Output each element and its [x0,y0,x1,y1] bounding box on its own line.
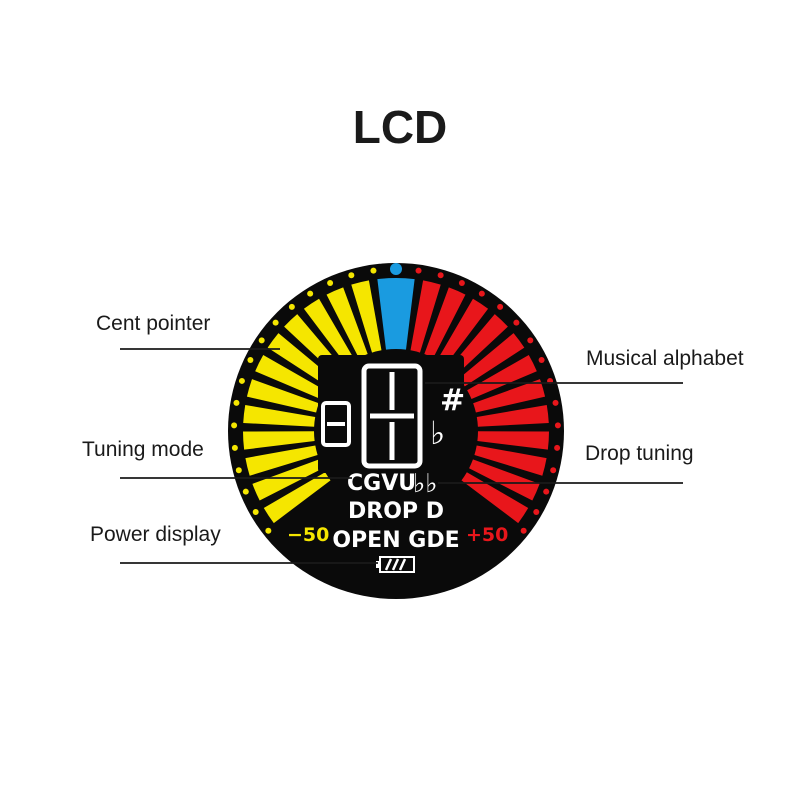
cent-dot-flat-6 [272,319,279,326]
cent-segment-sharp-6 [467,354,537,399]
cent-segment-flat-9 [243,431,315,450]
cent-dot-sharp-13 [550,467,557,474]
cent-segment-flat-2 [326,287,368,358]
cent-segment-flat-11 [252,459,323,501]
musical-alphabet-label: Musical alphabet [586,347,744,370]
cent-segment-sharp-8 [476,404,549,427]
tuning-mode-text: CGVU [347,471,416,496]
cent-segment-flat-8 [243,404,316,427]
cent-dot-sharp-8 [538,356,545,363]
cent-segment-sharp-7 [473,379,546,413]
note-digit-icon [361,363,423,469]
flat-symbol: ♭ [430,414,445,452]
cent-segment-sharp-2 [424,287,466,358]
cent-dot-sharp-11 [554,422,561,429]
cent-dot-sharp-5 [497,303,504,310]
drop-tuning-label: Drop tuning [585,442,694,465]
cent-segment-flat-1 [351,280,382,353]
cent-dot-sharp-3 [458,280,465,287]
flat-symbols: ♭♭ [413,469,438,499]
cent-segment-sharp-11 [469,459,540,501]
power-display-label: Power display [90,523,221,546]
cent-dot-flat-1 [370,267,377,274]
cent-dot-flat-10 [233,399,240,406]
plus-50-label: +50 [466,524,508,546]
tuning-mode-label: Tuning mode [82,438,204,461]
open-tuning-text: OPEN GDE [332,528,459,553]
cent-dot-flat-14 [242,488,249,495]
cent-dot-flat-9 [238,377,245,384]
cent-dot-flat-16 [265,527,272,534]
cent-segment-sharp-10 [474,445,547,476]
cent-segment-center [377,278,415,350]
cent-dot-sharp-7 [527,337,534,344]
cent-segment-sharp-5 [458,333,525,387]
cent-segment-flat-7 [246,379,319,413]
cent-dot-sharp-14 [543,488,550,495]
octave-digit [321,401,351,447]
sharp-symbol: # [440,383,465,418]
cent-segment-flat-3 [303,298,355,366]
cent-segment-sharp-1 [410,280,441,353]
battery-icon [376,556,415,573]
cent-indicator-dots [231,263,561,534]
cent-dot-sharp-6 [513,319,520,326]
cent-dot-sharp-15 [533,509,540,515]
cent-pointer-label: Cent pointer [96,312,211,335]
cent-dot-sharp-4 [478,290,485,297]
cent-dot-center [390,263,402,275]
cent-segment-flat-12 [263,472,331,524]
cent-dot-flat-4 [307,290,314,297]
page-title: LCD [352,101,448,153]
cent-dot-sharp-10 [552,399,559,406]
minus-50-label: −50 [287,524,329,546]
drop-tuning-text: DROP D [348,499,444,524]
cent-dot-flat-15 [252,509,259,515]
cent-segment-flat-5 [267,333,334,387]
cent-dot-flat-7 [258,337,265,344]
cent-dot-flat-12 [231,444,238,451]
cent-dot-sharp-16 [520,527,527,534]
cent-segment-flat-10 [245,445,318,476]
cent-pointer-segments [243,278,549,524]
cent-dot-flat-11 [231,422,238,429]
cent-dot-flat-8 [247,356,254,363]
cent-dot-sharp-1 [415,267,422,274]
cent-dot-flat-13 [235,467,242,474]
cent-dot-sharp-2 [437,272,444,279]
cent-segment-sharp-9 [477,431,549,450]
cent-segment-sharp-12 [461,472,529,524]
cent-dot-flat-5 [288,303,295,310]
cent-dot-flat-2 [348,272,355,279]
cent-segment-flat-6 [255,354,325,399]
cent-dot-sharp-12 [554,444,561,451]
cent-dot-flat-3 [327,280,334,287]
cent-segment-sharp-3 [437,298,489,366]
